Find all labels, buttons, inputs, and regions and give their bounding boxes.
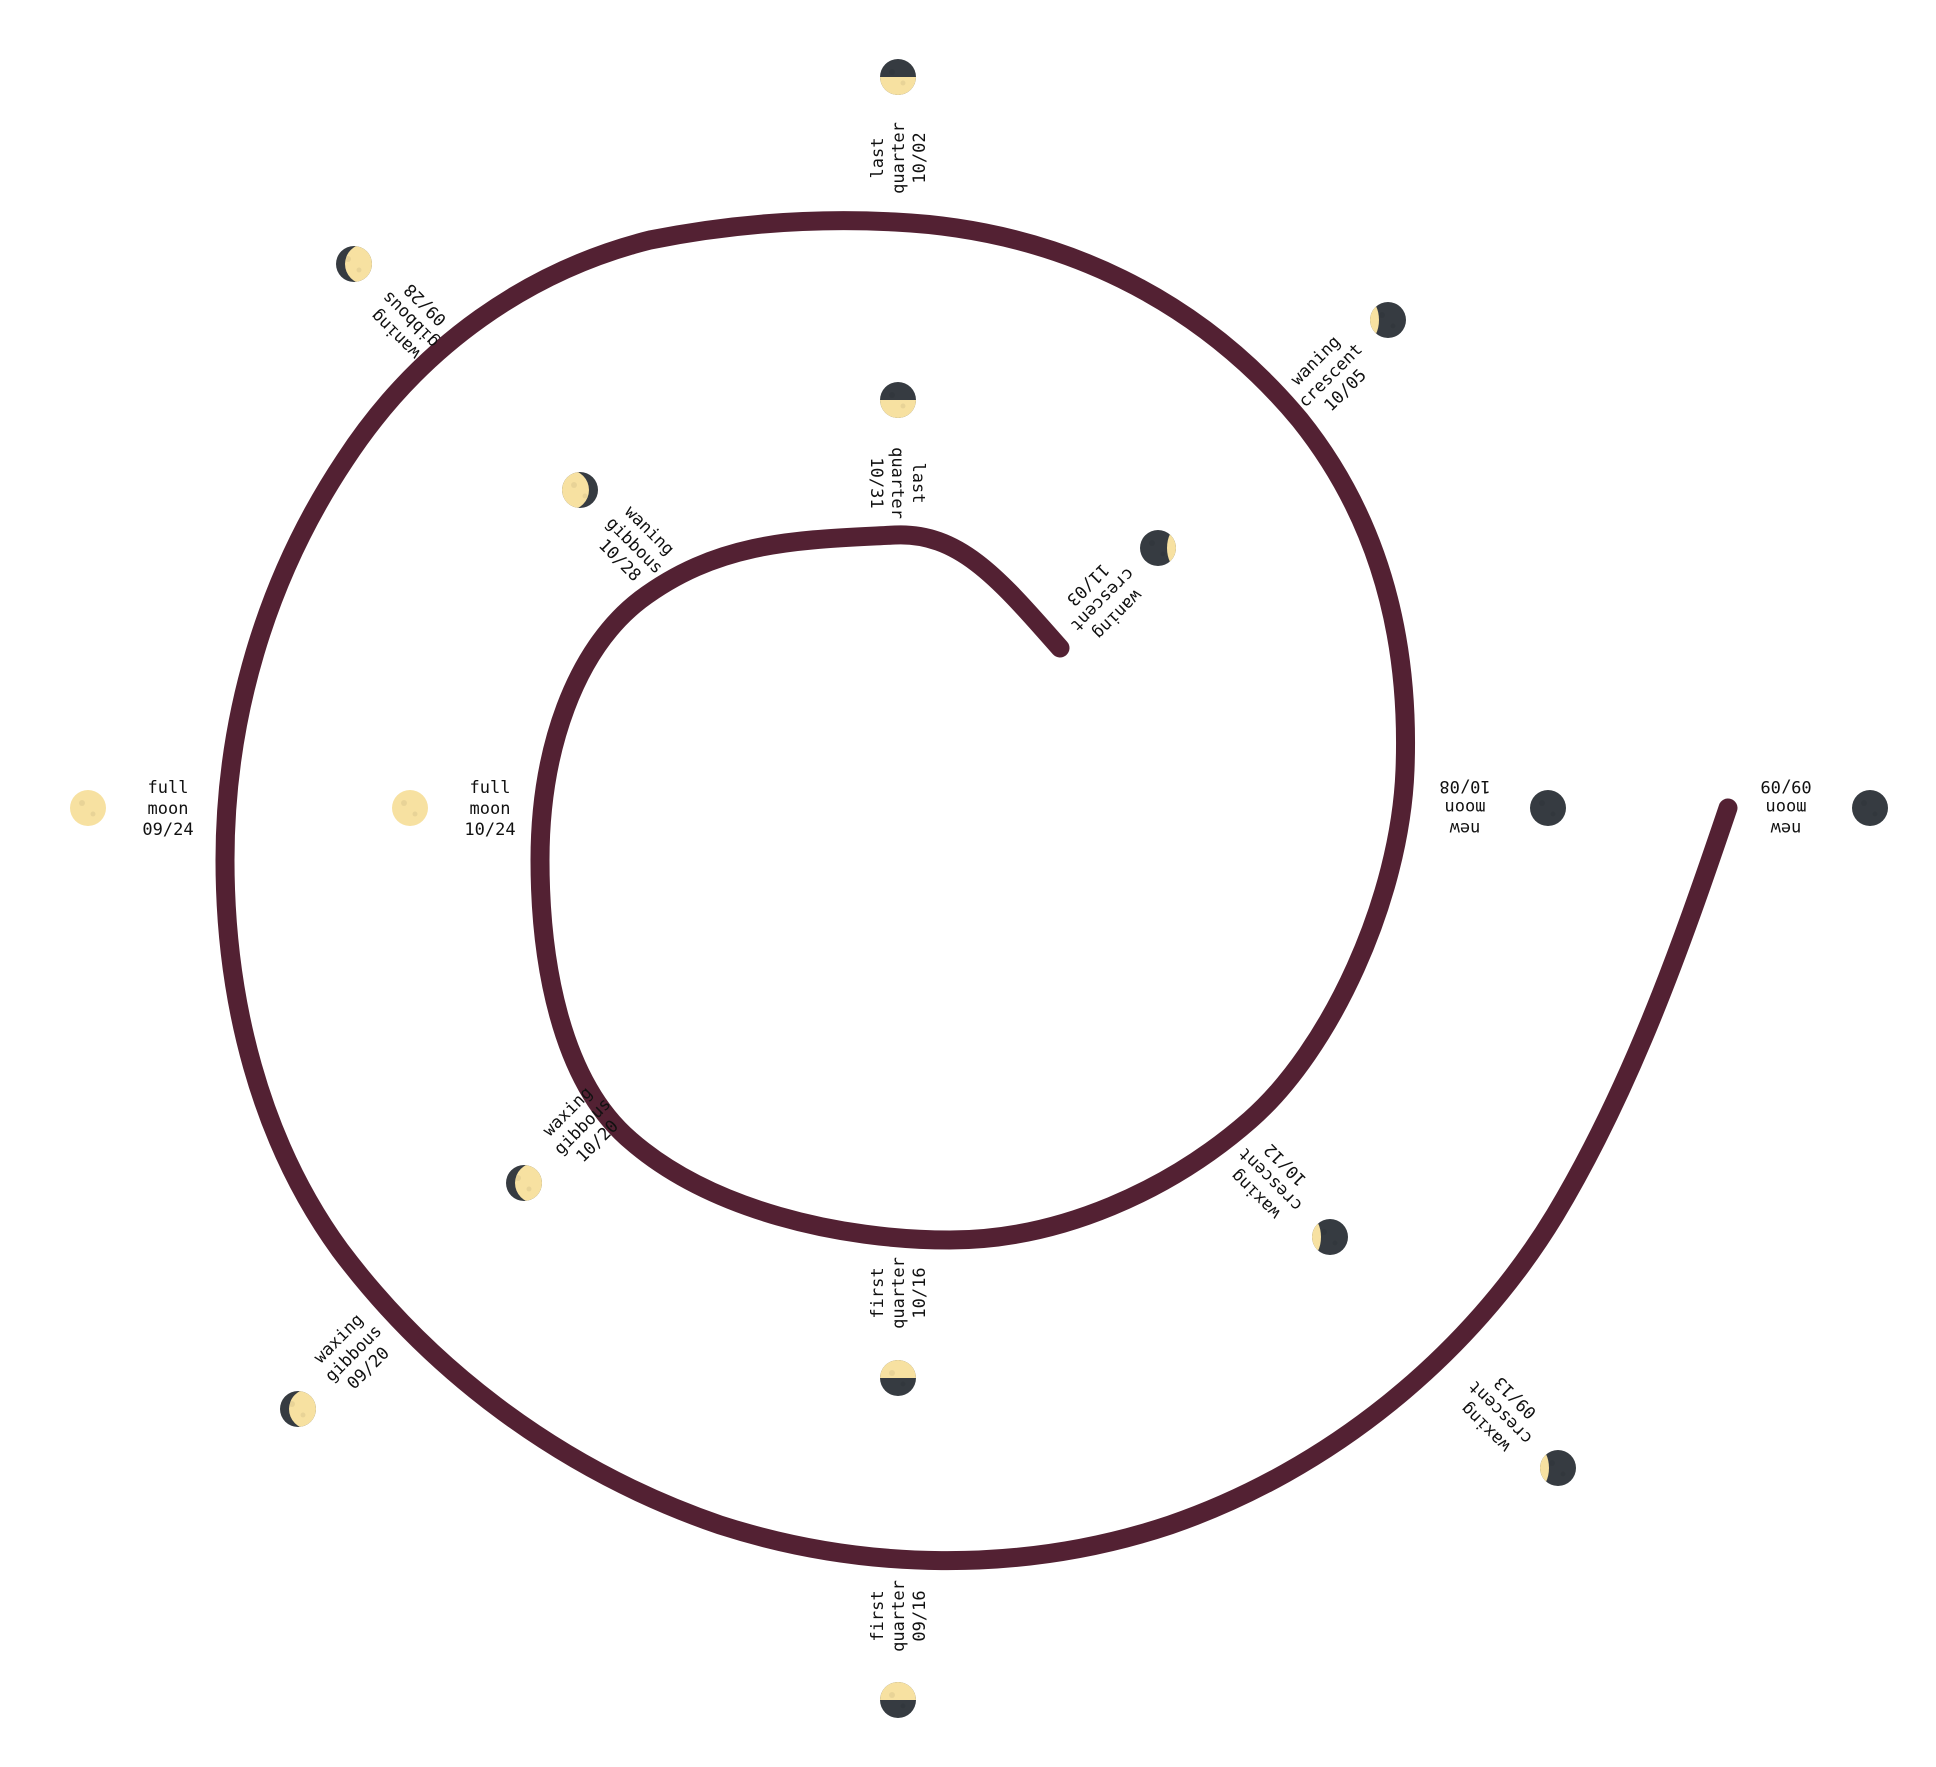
phase-label-line: last (908, 463, 928, 504)
new-moon-icon (1530, 790, 1566, 826)
waning-gibbous-icon (336, 246, 372, 282)
full-moon-icon (70, 790, 106, 826)
first-quarter-icon (880, 1360, 916, 1396)
spiral-timeline-path (215, 211, 1738, 1571)
phase-label-line: quarter (889, 122, 909, 194)
full-moon-icon (392, 790, 428, 826)
first-quarter-icon (880, 1682, 916, 1718)
waxing-gibbous-icon (280, 1391, 316, 1427)
last-quarter-icon (880, 59, 916, 95)
waning-crescent-icon (1370, 302, 1406, 338)
phase-label-line: moon (148, 799, 189, 819)
phase-label-line: 10/02 (910, 132, 930, 183)
waxing-gibbous-icon (506, 1165, 542, 1201)
phase-label-line: quarter (887, 447, 907, 519)
phase-label-line: full (148, 778, 189, 798)
phase-label-line: 09/09 (1760, 776, 1811, 796)
phase-label-line: 10/24 (464, 820, 515, 840)
phase-label-line: 10/16 (910, 1267, 930, 1318)
phase-label-line: 09/24 (142, 820, 193, 840)
phase-label-line: 10/31 (866, 457, 886, 508)
phase-label-line: moon (1445, 797, 1486, 817)
phase-label-line: new (1770, 818, 1801, 838)
phase-label-line: full (470, 778, 511, 798)
phase-label-line: moon (470, 799, 511, 819)
waxing-crescent-icon (1312, 1219, 1348, 1255)
phase-label-line: new (1449, 818, 1480, 838)
phase-label-line: quarter (889, 1580, 909, 1652)
new-moon-icon (1852, 790, 1888, 826)
waning-gibbous-icon (562, 472, 598, 508)
waning-crescent-icon (1140, 530, 1176, 566)
waxing-crescent-icon (1540, 1450, 1576, 1486)
moon-markers (70, 59, 1888, 1718)
phase-label-line: first (868, 1590, 888, 1641)
phase-label-line: 10/08 (1439, 776, 1490, 796)
phase-label-line: 09/16 (910, 1590, 930, 1641)
last-quarter-icon (880, 382, 916, 418)
phase-label-line: last (868, 138, 888, 179)
phase-label-line: first (868, 1267, 888, 1318)
phase-label-line: quarter (889, 1257, 909, 1329)
phase-label-line: moon (1766, 797, 1807, 817)
